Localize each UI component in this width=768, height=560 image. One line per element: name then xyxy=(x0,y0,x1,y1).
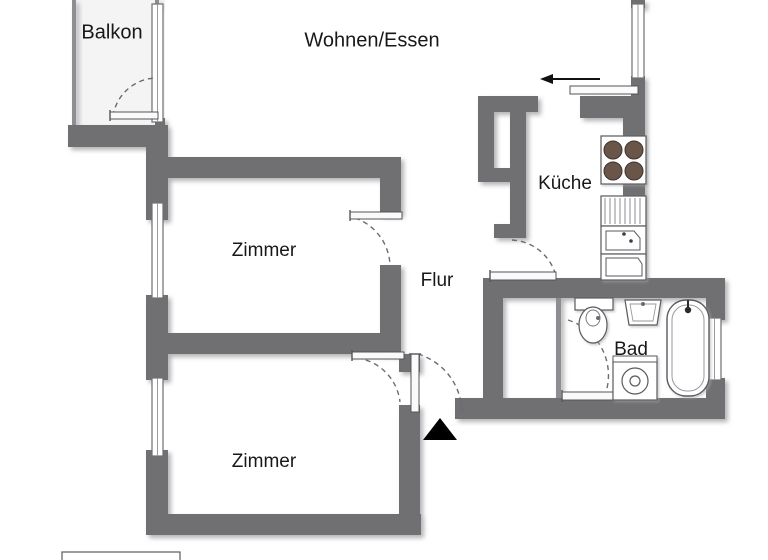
wall-bad-inner-divider xyxy=(556,298,561,398)
door-zimmer-unten[interactable] xyxy=(351,350,405,403)
wall-bad-left xyxy=(483,278,503,400)
wall-kueche-closet-left-a xyxy=(478,96,494,178)
wall-kueche-closet-inner xyxy=(510,106,526,232)
kitchen-counter xyxy=(600,195,647,227)
room-label-kueche: Küche xyxy=(538,173,592,194)
room-fill-wohnen xyxy=(165,0,645,130)
wall-zimmer-unten-right-b xyxy=(399,405,420,535)
entrance-marker xyxy=(423,418,457,440)
window-right-top xyxy=(631,3,645,79)
legend-strip xyxy=(61,551,181,560)
wall-flur-bottom xyxy=(455,398,725,419)
wall-between-zimmer xyxy=(146,333,401,354)
window-left-upper xyxy=(151,202,164,299)
wall-left-bottom xyxy=(146,450,168,535)
wall-bad-top xyxy=(483,278,725,298)
bathtub xyxy=(666,299,710,397)
windows xyxy=(151,3,722,457)
wall-bad-right-a xyxy=(706,278,725,320)
room-label-bad: Bad xyxy=(614,339,648,360)
wall-left-top xyxy=(146,125,168,220)
wall-zimmer-oben-right-a xyxy=(380,157,401,215)
room-label-balkon: Balkon xyxy=(81,21,143,44)
toilet xyxy=(574,297,614,344)
wall-balkon-bottom xyxy=(68,125,168,147)
wall-kueche-closet-notch xyxy=(478,168,518,182)
kitchen-fixtures xyxy=(600,135,647,281)
room-label-zimmer-oben: Zimmer xyxy=(231,240,297,261)
kitchen-stove-4-burner xyxy=(600,135,647,185)
window-bad-right xyxy=(707,317,722,381)
wall-balkon-right-b xyxy=(155,118,165,130)
room-fill-zimmer-oben xyxy=(165,178,400,298)
sliding-door-arrow xyxy=(540,74,600,84)
washing-machine xyxy=(612,355,658,401)
window-balkon-right xyxy=(151,3,164,123)
room-fill-zimmer-unten xyxy=(165,345,415,530)
wall-zimmer-oben-right-b xyxy=(380,265,401,355)
door-kueche[interactable] xyxy=(489,239,557,282)
wall-kueche-top xyxy=(580,96,645,118)
walls xyxy=(68,0,725,535)
kitchen-sink xyxy=(600,225,647,281)
room-label-zimmer-unten: Zimmer xyxy=(231,451,297,472)
door-zimmer-oben[interactable] xyxy=(349,210,403,266)
wall-balkon-left xyxy=(72,0,76,125)
bath-fixtures xyxy=(574,297,710,401)
wash-basin xyxy=(624,299,662,326)
door-entrance[interactable] xyxy=(409,353,463,413)
room-label-wohnen-essen: Wohnen/Essen xyxy=(304,29,440,52)
wall-wohnen-zimmer xyxy=(146,157,400,178)
wall-bad-right-b xyxy=(706,378,725,419)
wall-kueche-closet-bottom xyxy=(494,224,526,238)
door-balkon[interactable] xyxy=(109,77,159,121)
door-wohnen-sliding[interactable] xyxy=(540,74,639,95)
room-label-flur: Flur xyxy=(420,270,454,291)
window-left-lower xyxy=(151,377,164,457)
wall-zimmer-unten-bottom xyxy=(146,514,421,535)
